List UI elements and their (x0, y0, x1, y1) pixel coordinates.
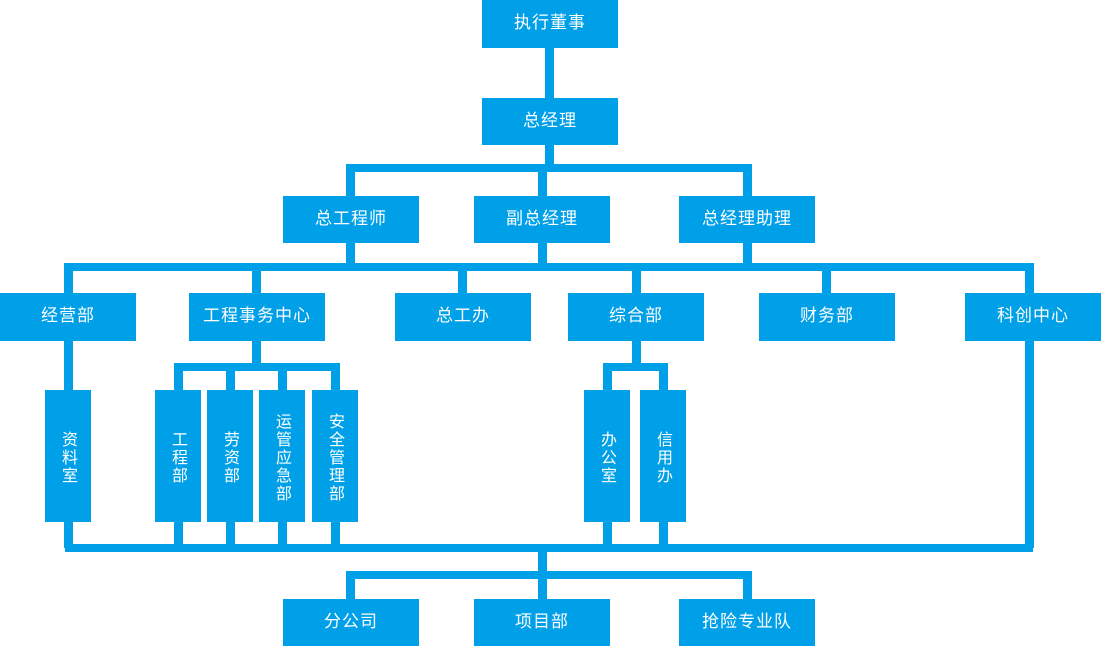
connector-office-down (603, 522, 612, 548)
node-general-affairs-dept[interactable]: 综合部 (568, 293, 704, 341)
connector-drop-labor-dept (226, 363, 235, 391)
connector-drop-rescue (743, 571, 752, 599)
node-safety-management-dept[interactable]: 安全管理部 (312, 390, 358, 522)
node-engineering-affairs-center[interactable]: 工程事务中心 (189, 293, 325, 341)
connector-drop-eng-center (252, 263, 261, 293)
connector-eng-center-bus (175, 363, 339, 371)
connector-drop-credit-office (659, 363, 668, 391)
connector-operation-emergency-down (278, 522, 287, 548)
node-labor-dept[interactable]: 劳资部 (207, 390, 253, 522)
node-gm-assistant[interactable]: 总经理助理 (679, 196, 815, 243)
connector-drop-general-affairs (632, 263, 641, 293)
connector-director-to-gm (545, 48, 554, 98)
node-credit-office[interactable]: 信用办 (640, 390, 686, 522)
node-innovation-center[interactable]: 科创中心 (965, 293, 1101, 341)
connector-drop-ce-office (458, 263, 467, 293)
connector-level2-bus (350, 164, 747, 172)
connector-drop-safety-mgmt (331, 363, 340, 391)
connector-drop-gm-assistant (743, 164, 752, 196)
connector-stem-gm-assistant (743, 243, 752, 266)
connector-drop-office-room (603, 363, 612, 391)
node-emergency-rescue-team[interactable]: 抢险专业队 (679, 599, 815, 646)
connector-drop-deputy-gm (538, 164, 547, 196)
node-executive-director[interactable]: 执行董事 (482, 0, 618, 48)
connector-stem-deputy-gm (538, 243, 547, 266)
connector-drop-operations (64, 263, 73, 293)
connector-gm-stem (545, 145, 554, 168)
node-deputy-general-manager[interactable]: 副总经理 (474, 196, 610, 243)
connector-drop-project (538, 571, 547, 599)
node-office-room[interactable]: 办公室 (584, 390, 630, 522)
connector-drop-engineering-dept (174, 363, 183, 391)
node-finance-dept[interactable]: 财务部 (759, 293, 895, 341)
node-chief-engineer-office[interactable]: 总工办 (395, 293, 531, 341)
node-engineering-dept[interactable]: 工程部 (155, 390, 201, 522)
connector-credit-down (659, 522, 668, 548)
connector-drop-chief-engineer (346, 164, 355, 196)
connector-drop-branch (346, 571, 355, 599)
connector-archives-down (64, 522, 73, 548)
connector-stem-chief-engineer (346, 243, 355, 266)
connector-drop-finance (822, 263, 831, 293)
connector-safety-down (331, 522, 340, 548)
connector-general-affairs-bus (604, 363, 667, 371)
connector-bottom-stem (538, 552, 547, 575)
connector-labor-down (226, 522, 235, 548)
connector-general-affairs-stem (632, 341, 641, 365)
connector-level3-bus (65, 263, 1033, 271)
node-chief-engineer[interactable]: 总工程师 (283, 196, 419, 243)
connector-innovation-down (1025, 341, 1034, 548)
connector-bottom-bus (65, 544, 1033, 552)
connector-level5-bus (350, 571, 747, 579)
node-branch-company[interactable]: 分公司 (283, 599, 419, 646)
node-general-manager[interactable]: 总经理 (482, 98, 618, 145)
node-project-dept[interactable]: 项目部 (474, 599, 610, 646)
node-operations-dept[interactable]: 经营部 (0, 293, 136, 341)
connector-drop-innovation (1025, 263, 1034, 293)
connector-eng-center-stem (252, 341, 261, 365)
connector-drop-operation-emergency (278, 363, 287, 391)
node-archives-room[interactable]: 资料室 (45, 390, 91, 522)
connector-engineering-down (174, 522, 183, 548)
connector-operations-to-archives (64, 341, 73, 390)
node-operation-emergency-dept[interactable]: 运管应急部 (259, 390, 305, 522)
